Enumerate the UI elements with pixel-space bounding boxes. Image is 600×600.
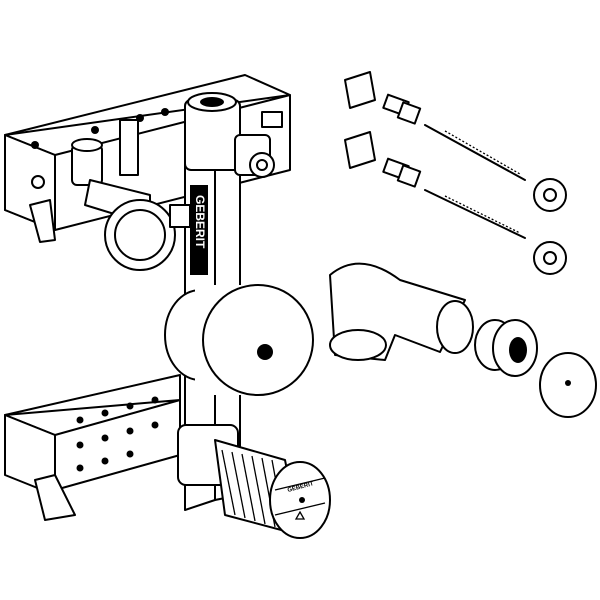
- fixing-set-top: [344, 71, 567, 212]
- threaded-adapter: [474, 319, 538, 377]
- cover-cap: [539, 352, 597, 418]
- bottom-outlet: GEBERIT: [177, 424, 331, 539]
- mixer-drum: [164, 284, 314, 396]
- elbow-fitting: [329, 262, 474, 361]
- rail-brand-label: GEBERIT: [193, 195, 207, 249]
- lower-mounting-bracket: [4, 374, 181, 521]
- left-valve-and-clamp: [71, 138, 191, 271]
- upper-valve-body: [184, 92, 283, 178]
- fixing-set-bottom: [344, 131, 567, 275]
